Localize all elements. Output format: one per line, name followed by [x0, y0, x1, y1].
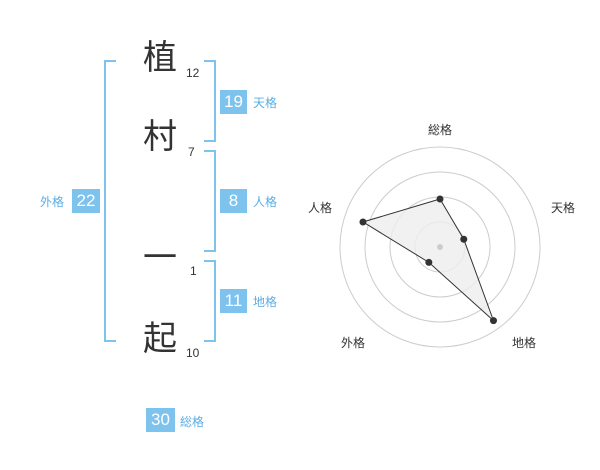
gaikaku-label: 外格 — [40, 195, 65, 209]
jinkaku-value-badge: 8 — [220, 189, 247, 213]
radar-point-4 — [425, 258, 433, 266]
tenkaku-value-badge: 19 — [220, 90, 247, 114]
chikaku-label: 地格 — [253, 295, 278, 309]
radar-label-jinkaku: 人格 — [308, 201, 333, 215]
chikaku-bracket — [204, 260, 216, 342]
gaikaku-value-badge: 22 — [72, 189, 100, 213]
radar-point-2 — [460, 235, 468, 243]
radar-point-3 — [489, 317, 497, 325]
radar-ring — [364, 171, 516, 323]
gaikaku-bracket — [104, 60, 116, 342]
radar-label-gaikaku: 外格 — [341, 336, 366, 350]
radar-label-soukaku: 総格 — [428, 123, 453, 137]
name-char-2: 村 — [143, 117, 177, 157]
stroke-count-2: 7 — [188, 145, 195, 159]
tenkaku-bracket — [204, 60, 216, 142]
radar-point-5 — [359, 218, 367, 226]
soukaku-label: 総格 — [180, 415, 205, 429]
name-char-4: 起 — [143, 319, 177, 359]
stroke-count-3: 1 — [190, 264, 197, 278]
radar-center-dot — [437, 244, 443, 250]
soukaku-value-badge: 30 — [146, 408, 175, 432]
name-char-3: 一 — [143, 238, 177, 278]
radar-label-chikaku: 地格 — [512, 336, 537, 350]
tenkaku-label: 天格 — [253, 96, 278, 110]
radar-point-1 — [436, 195, 444, 203]
radar-label-tenkaku: 天格 — [551, 201, 576, 215]
stroke-count-4: 10 — [186, 346, 200, 360]
radar-ring — [339, 146, 541, 348]
jinkaku-bracket — [204, 150, 216, 252]
jinkaku-label: 人格 — [253, 195, 278, 209]
name-char-1: 植 — [143, 38, 177, 78]
chikaku-value-badge: 11 — [220, 289, 247, 313]
stroke-count-1: 12 — [186, 66, 200, 80]
